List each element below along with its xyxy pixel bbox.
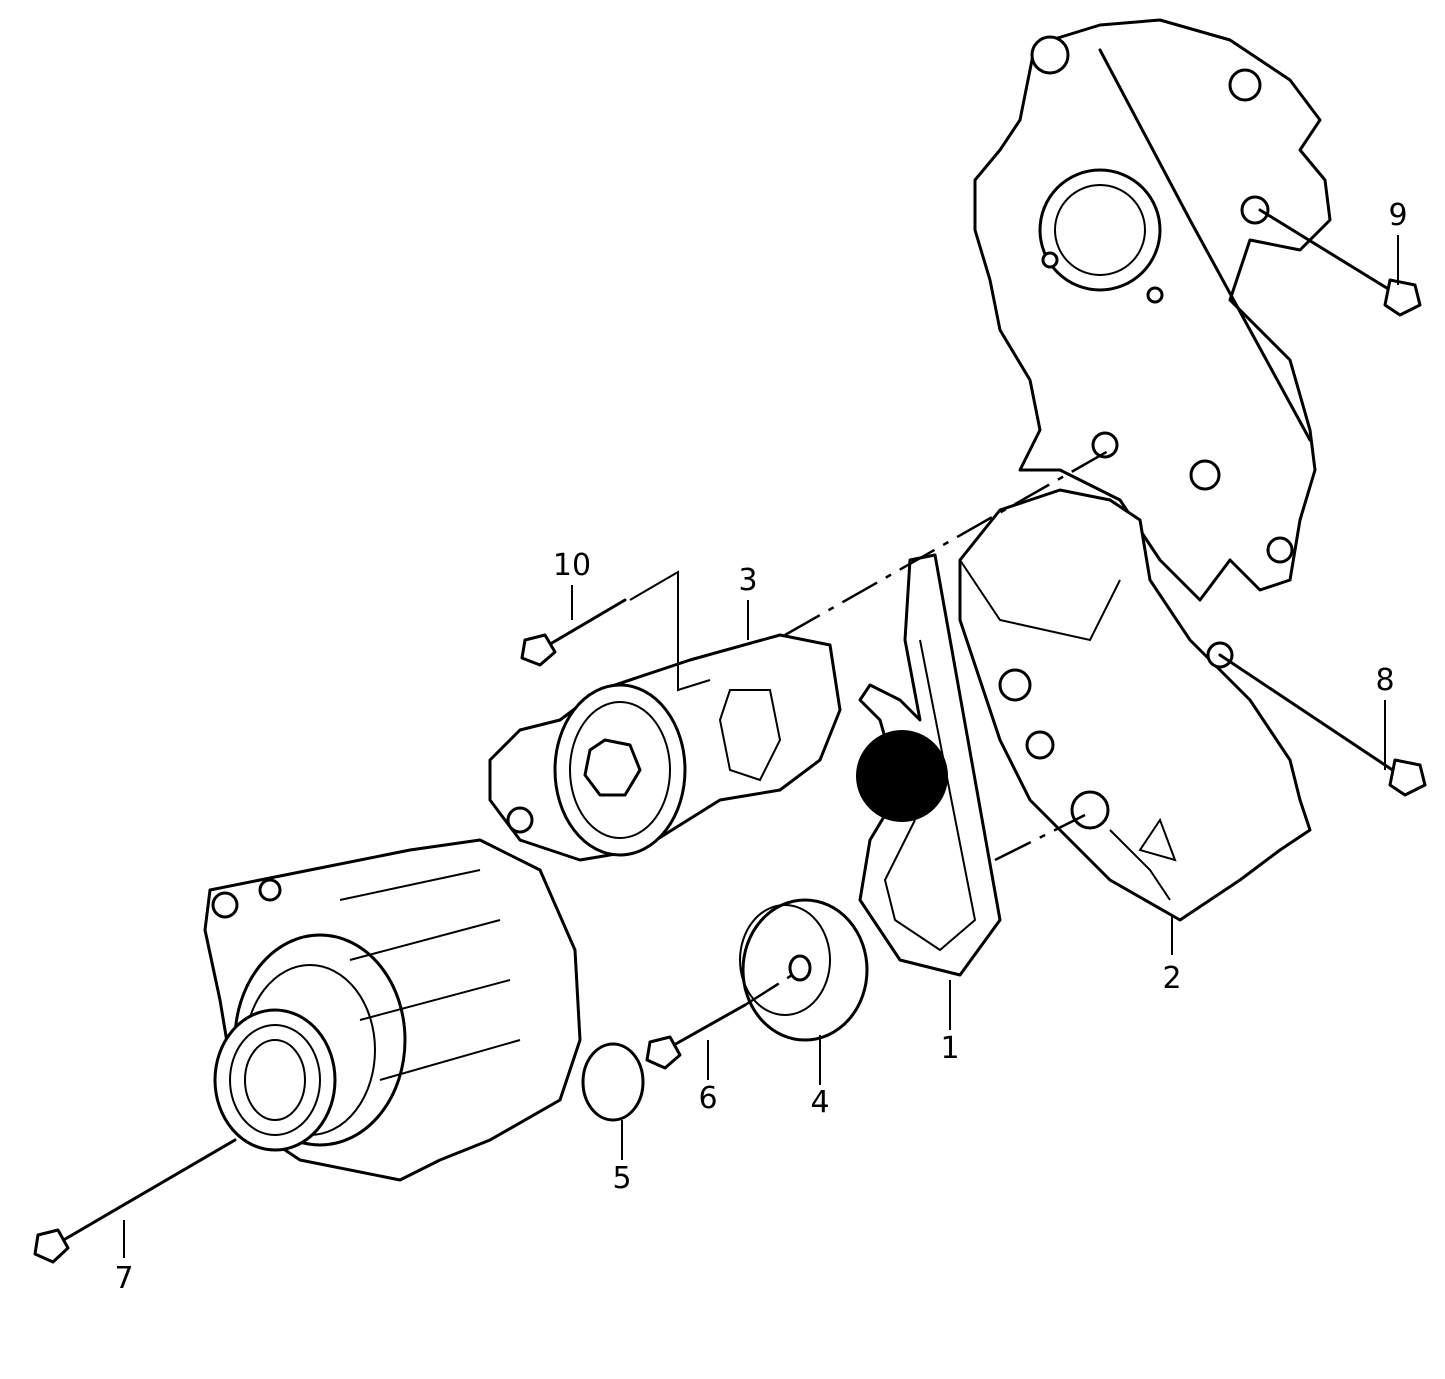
alternator-bracket <box>958 488 1312 922</box>
callout-9[interactable]: 9 <box>1388 198 1407 233</box>
mounting-plate <box>973 18 1332 602</box>
cap <box>581 1042 645 1122</box>
alternator <box>203 838 582 1182</box>
axis-line-tensioner <box>784 448 1111 637</box>
belt-tensioner <box>488 633 842 862</box>
callout-6[interactable]: 6 <box>698 1081 717 1116</box>
callout-4[interactable]: 4 <box>810 1085 829 1120</box>
leader-lines <box>123 235 1399 1258</box>
axis-line-idler <box>744 968 801 1007</box>
callout-3[interactable]: 3 <box>738 563 757 598</box>
callout-10[interactable]: 10 <box>553 548 591 583</box>
axis-line-bracket <box>994 813 1086 862</box>
bolt-7 <box>33 1138 237 1264</box>
callout-2[interactable]: 2 <box>1162 961 1181 996</box>
bolt-10 <box>520 598 627 667</box>
callout-5[interactable]: 5 <box>612 1161 631 1196</box>
bolt-8 <box>1218 653 1427 797</box>
callout-1[interactable]: 1 <box>940 1031 959 1066</box>
marker-dot <box>856 730 948 822</box>
callout-8[interactable]: 8 <box>1375 663 1394 698</box>
idler-pulley <box>739 898 869 1042</box>
callout-7[interactable]: 7 <box>114 1261 133 1296</box>
bolt-6 <box>645 1003 747 1070</box>
bolt-9 <box>1258 208 1422 317</box>
